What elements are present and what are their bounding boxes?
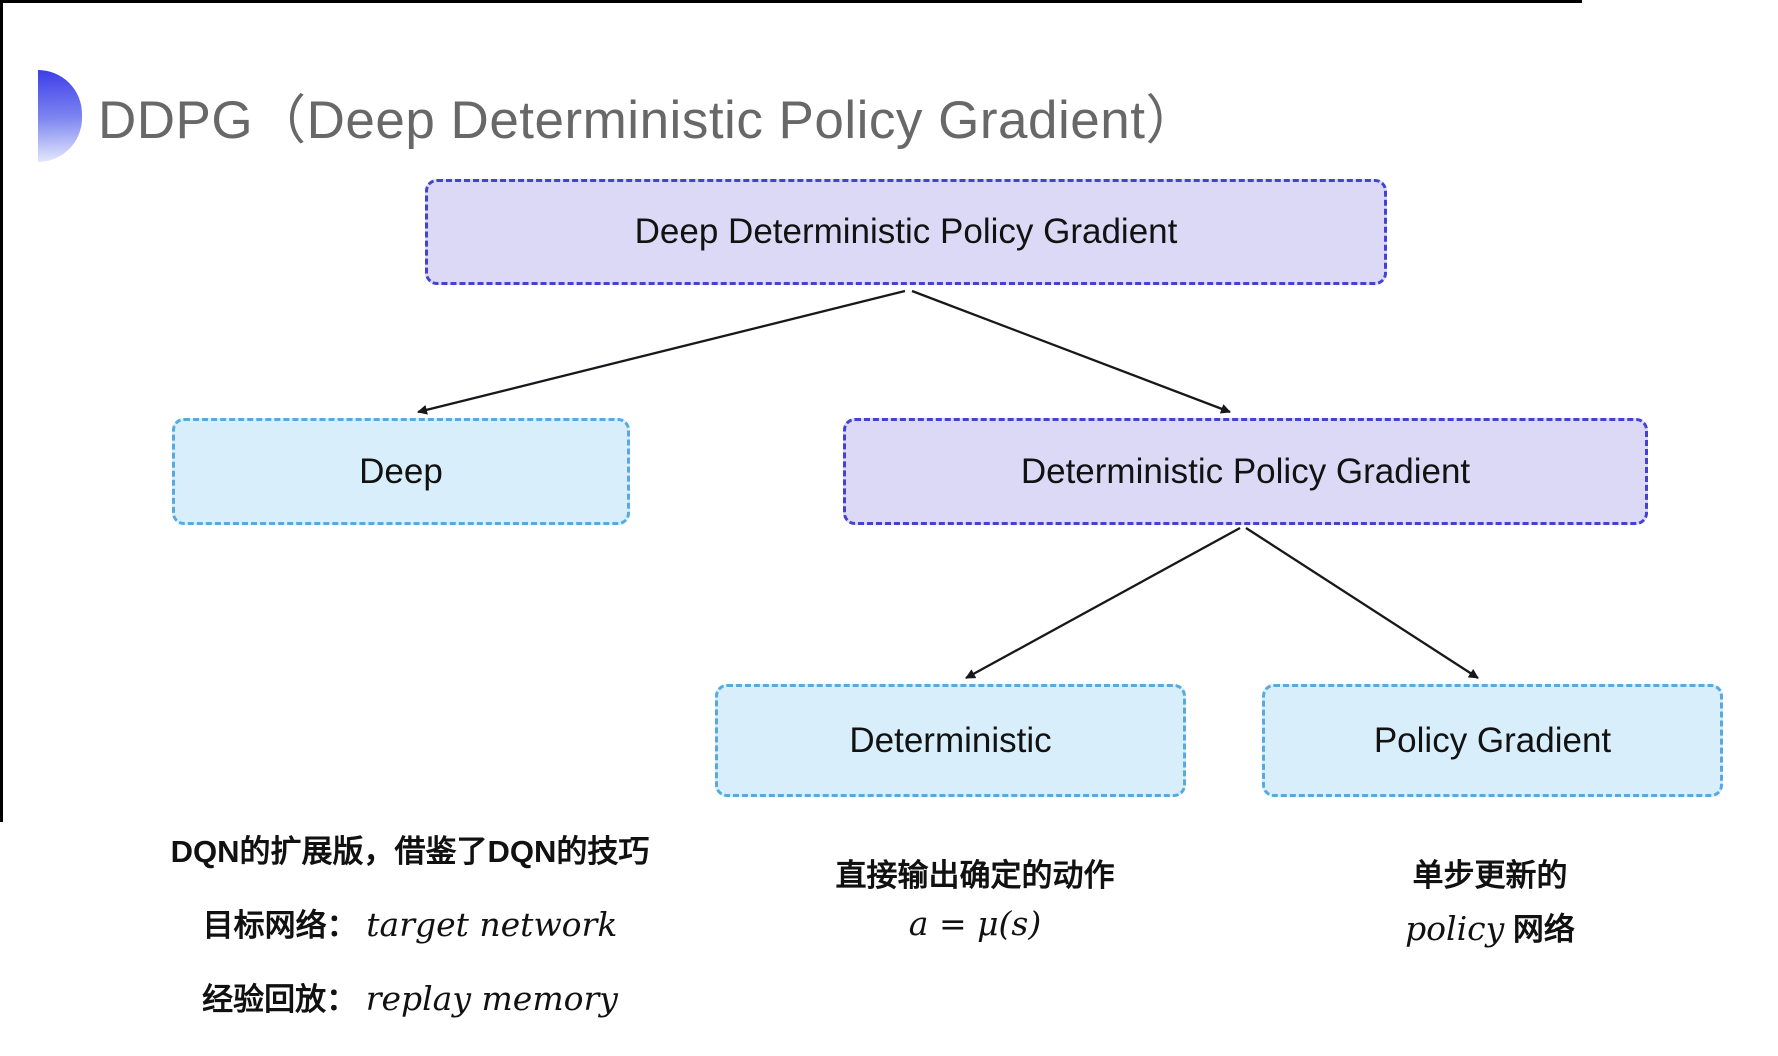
arrow-dpg-to-policy-gradient — [1245, 527, 1479, 679]
annotation-policy-gradient: 单步更新的 policy 网络 — [1355, 850, 1625, 949]
target-network-term: target network — [366, 905, 618, 944]
node-label: Policy Gradient — [1373, 720, 1612, 760]
arrow-root-to-dpg — [911, 289, 1231, 414]
annotation-deterministic: 直接输出确定的动作 a = μ(s) — [790, 850, 1160, 943]
node-deep-deterministic-policy-gradient: Deep Deterministic Policy Gradient — [425, 179, 1387, 285]
annotation-deep-line2: 目标网络： target network — [120, 900, 700, 945]
policy-suffix: 网络 — [1504, 912, 1575, 947]
node-deterministic: Deterministic — [715, 684, 1186, 797]
annotation-deterministic-line1: 直接输出确定的动作 — [835, 858, 1115, 893]
annotation-deep: DQN的扩展版，借鉴了DQN的技巧 目标网络： target network 经… — [120, 826, 700, 1048]
annotation-policy-gradient-line1: 单步更新的 — [1412, 858, 1568, 893]
half-disc-bullet-icon — [38, 70, 82, 162]
node-policy-gradient: Policy Gradient — [1262, 684, 1723, 797]
node-label: Deep Deterministic Policy Gradient — [634, 212, 1178, 251]
slide-header: DDPG（Deep Deterministic Policy Gradient） — [38, 70, 1199, 162]
screen-edge-left — [0, 0, 3, 822]
annotation-policy-gradient-line2: policy 网络 — [1355, 904, 1625, 949]
page-title: DDPG（Deep Deterministic Policy Gradient） — [98, 91, 1199, 150]
deterministic-formula: a = μ(s) — [908, 904, 1042, 943]
replay-memory-label: 经验回放： — [202, 982, 358, 1017]
node-deterministic-policy-gradient: Deterministic Policy Gradient — [843, 418, 1648, 525]
screen-edge-top — [0, 0, 1582, 3]
node-label: Deep — [359, 451, 443, 491]
replay-memory-term: replay memory — [365, 979, 618, 1018]
policy-term: policy — [1405, 909, 1505, 948]
annotation-deep-line1: DQN的扩展版，借鉴了DQN的技巧 — [170, 834, 650, 869]
arrow-dpg-to-deterministic — [965, 526, 1241, 680]
node-deep: Deep — [172, 418, 630, 525]
target-network-label: 目标网络： — [202, 908, 358, 943]
node-label: Deterministic Policy Gradient — [1020, 451, 1471, 491]
node-label: Deterministic — [849, 720, 1052, 760]
arrow-root-to-deep — [417, 289, 906, 415]
annotation-deep-line3: 经验回放： replay memory — [120, 974, 700, 1019]
